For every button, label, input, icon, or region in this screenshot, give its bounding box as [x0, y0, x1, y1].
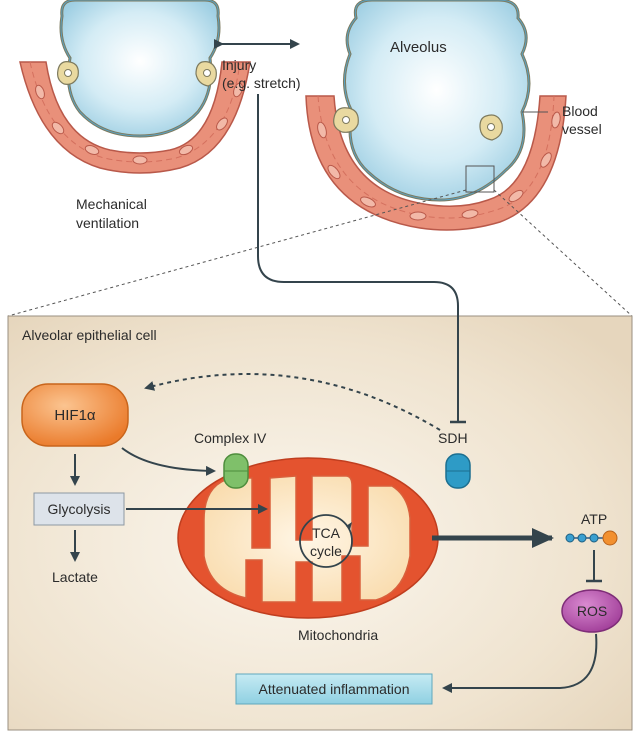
mechanical-ventilation-label-2: ventilation	[76, 215, 139, 231]
atp-label: ATP	[581, 511, 607, 527]
complex-iv-label: Complex IV	[194, 430, 267, 446]
blood-vessel-label-1: Blood	[562, 103, 598, 119]
hif-to-complexiv-arrow	[121, 447, 216, 476]
glycolysis-label: Glycolysis	[47, 501, 110, 517]
zoom-line-left	[7, 189, 467, 317]
lactate-label: Lactate	[52, 569, 98, 585]
cell-panel-title: Alveolar epithelial cell	[22, 327, 157, 343]
zoom-region-box	[465, 165, 495, 193]
mitochondria	[177, 457, 439, 619]
hif1a-label: HIF1α	[54, 407, 96, 424]
zoom-line-right	[493, 189, 633, 317]
sdh-to-hif-dashed-arrow	[144, 373, 441, 431]
blood-vessel-label-2: vessel	[562, 121, 602, 137]
attenuated-inflammation-label: Attenuated inflammation	[259, 681, 410, 697]
attenuated-inflammation-box	[235, 673, 433, 705]
tca-label-2: cycle	[310, 543, 342, 559]
mitochondria-label: Mitochondria	[298, 627, 378, 643]
ros-to-inflammation-arrow	[442, 633, 598, 693]
injury-label: Injury	[222, 57, 256, 73]
injury-example-label: (e.g. stretch)	[222, 75, 301, 91]
alveolus-right-illustration	[305, 0, 567, 231]
sdh-label: SDH	[438, 430, 468, 446]
tca-label-1: TCA	[312, 525, 341, 541]
alveolus-left-illustration	[19, 0, 251, 174]
alveolus-label: Alveolus	[390, 39, 447, 56]
mechanical-ventilation-label-1: Mechanical	[76, 196, 147, 212]
atp-molecule	[565, 530, 618, 546]
ros-label: ROS	[577, 603, 607, 619]
glycolysis-box	[33, 492, 125, 526]
injury-inhibition-line	[257, 94, 459, 422]
ros-node	[561, 589, 623, 633]
hif1a-node	[21, 383, 129, 447]
